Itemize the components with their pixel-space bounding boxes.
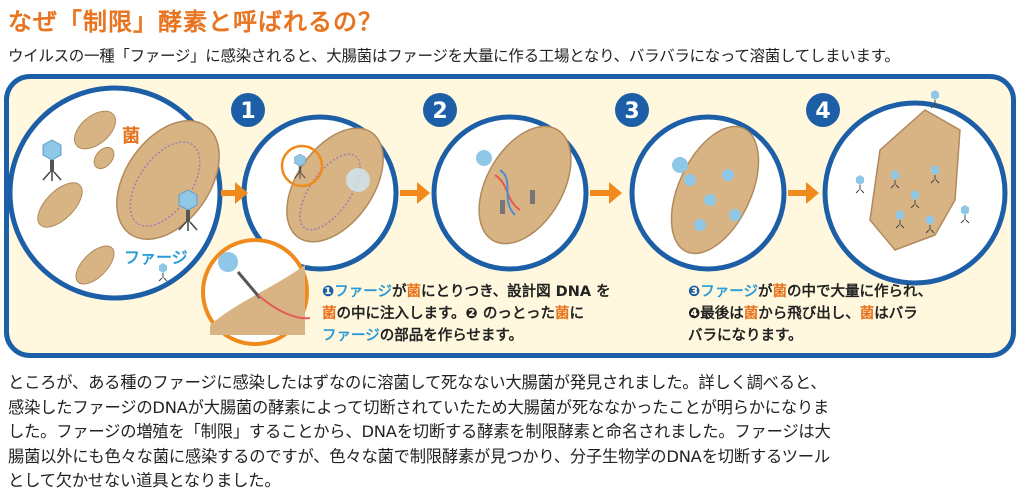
flow-arrow (788, 182, 819, 204)
scene-step-3 (629, 114, 787, 272)
lead-text: ウイルスの一種「ファージ」に感染されると、大腸菌はファージを大量に作る工場となり… (8, 47, 900, 65)
scene-step-2 (431, 114, 589, 272)
scene-step-4 (822, 89, 1008, 286)
svg-text:2: 2 (432, 99, 447, 124)
flow-arrow (400, 182, 430, 204)
step-badge-1: 1 (231, 93, 265, 127)
flow-arrow (590, 182, 622, 204)
page-title: なぜ「制限」酵素と呼ばれるの？ (8, 8, 383, 36)
scene-initial: 菌 ファージ (7, 85, 223, 301)
step-badge-4: 4 (806, 93, 840, 127)
body-text: ところが、ある種のファージに感染したはずなのに溶菌して死なない大腸菌が発見されま… (8, 371, 1018, 494)
step-badge-3: 3 (615, 93, 649, 127)
body-line: した。ファージの増殖を「制限」することから、DNAを切断する酵素を制限酵素と命名… (8, 422, 831, 441)
scene-step-1 (241, 114, 399, 272)
bacterium-label: 菌 (122, 126, 140, 147)
step-badge-2: 2 (423, 93, 457, 127)
body-line: ところが、ある種のファージに感染したはずなのに溶菌して死なない大腸菌が発見されま… (8, 373, 827, 392)
diagram-scene: 菌 ファージ (7, 85, 1008, 346)
svg-text:1: 1 (240, 99, 255, 124)
body-line: 腸菌以外にも色々な菌に感染するのですが、色々な菌で制限酵素が見つかり、分子生物学… (8, 446, 830, 466)
flow-arrow (221, 182, 248, 204)
phage-label: ファージ (124, 248, 188, 267)
caption-steps-1-2: ❶ファージが菌にとりつき、設計図 DNA を 菌の中に注入します。❷ のっとった… (322, 284, 611, 344)
svg-text:3: 3 (624, 99, 639, 124)
body-line: として欠かせない道具となりました。 (8, 471, 281, 490)
zoom-inset (201, 238, 311, 346)
caption-steps-3-4: ❸ファージが菌の中で大量に作られ、 ❹最後は菌から飛び出し、菌はバラ バラになり… (688, 284, 933, 344)
body-line: 感染したファージのDNAが大腸菌の酵素によって切断されていたため大腸菌が死ななか… (8, 397, 830, 417)
svg-text:4: 4 (815, 99, 830, 124)
